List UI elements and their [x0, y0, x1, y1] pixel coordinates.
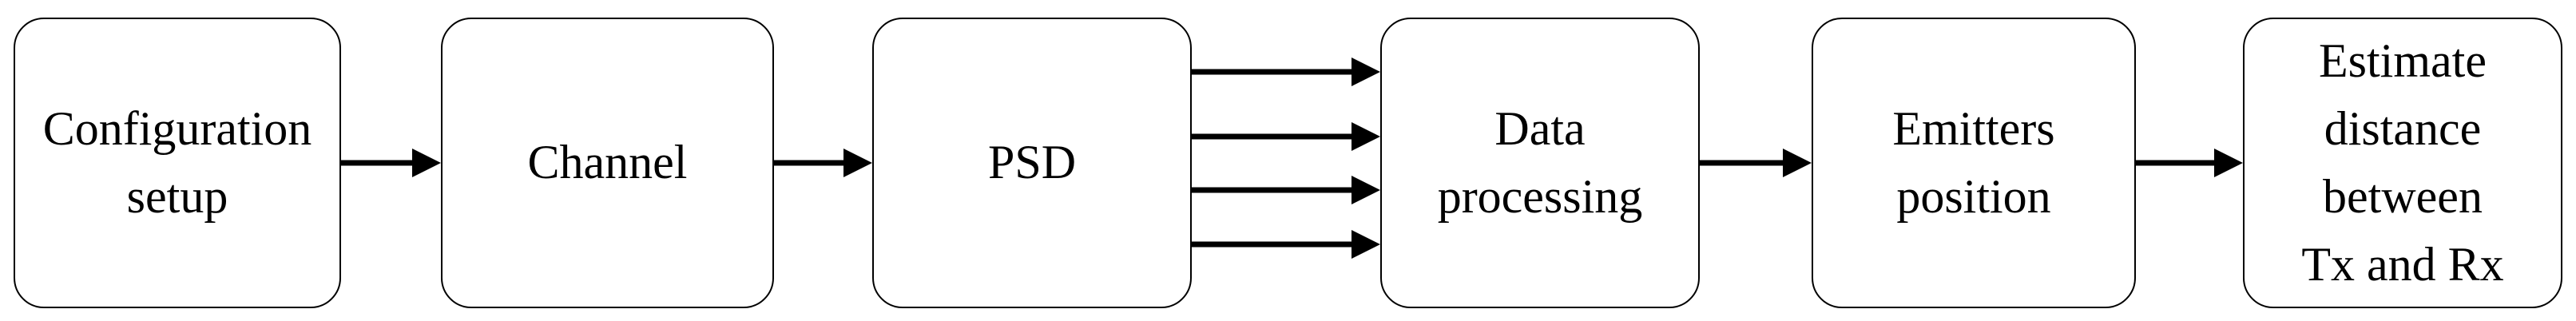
- arrow-head: [1352, 57, 1380, 86]
- connector-emitters-position-to-estimate-distance: [2136, 149, 2243, 177]
- node-estimate-distance: Estimate distance between Tx and Rx: [2243, 18, 2562, 308]
- arrow-head: [1352, 230, 1380, 259]
- arrow-right-icon: [1192, 176, 1380, 204]
- arrow-shaft: [1192, 133, 1359, 140]
- arrow-head: [412, 149, 441, 177]
- arrow-shaft: [341, 160, 420, 166]
- arrow-shaft: [1192, 69, 1359, 75]
- arrow-head: [1352, 122, 1380, 151]
- node-configuration-setup-label: Configuration setup: [42, 101, 312, 223]
- arrow-right-icon: [1192, 122, 1380, 151]
- arrow-shaft: [1192, 187, 1359, 193]
- arrow-shaft: [1192, 241, 1359, 248]
- arrow-right-icon: [2136, 149, 2243, 177]
- arrow-head: [1783, 149, 1812, 177]
- arrow-head: [2214, 149, 2243, 177]
- arrow-shaft: [1700, 160, 1791, 166]
- connector-configuration-to-channel: [341, 149, 441, 177]
- arrow-right-icon: [1192, 230, 1380, 259]
- arrow-right-icon: [1700, 149, 1812, 177]
- node-psd-label: PSD: [987, 136, 1077, 189]
- node-emitters-position: Emitters position: [1812, 18, 2136, 308]
- connector-channel-to-psd: [774, 149, 872, 177]
- arrow-head: [843, 149, 872, 177]
- arrow-right-icon: [1192, 57, 1380, 86]
- arrow-right-icon: [774, 149, 872, 177]
- connector-data-processing-to-emitters-position: [1700, 149, 1812, 177]
- node-psd: PSD: [872, 18, 1192, 308]
- arrow-shaft: [774, 160, 851, 166]
- node-emitters-position-label: Emitters position: [1892, 101, 2055, 223]
- node-configuration-setup: Configuration setup: [14, 18, 341, 308]
- node-data-processing: Data processing: [1380, 18, 1700, 308]
- arrow-head: [1352, 176, 1380, 204]
- arrow-shaft: [2136, 160, 2222, 166]
- node-channel: Channel: [441, 18, 774, 308]
- node-data-processing-label: Data processing: [1437, 101, 1643, 223]
- node-estimate-distance-label: Estimate distance between Tx and Rx: [2301, 34, 2504, 291]
- node-channel-label: Channel: [527, 136, 688, 189]
- arrow-right-icon: [341, 149, 441, 177]
- connector-psd-to-data-processing: [1192, 0, 1380, 321]
